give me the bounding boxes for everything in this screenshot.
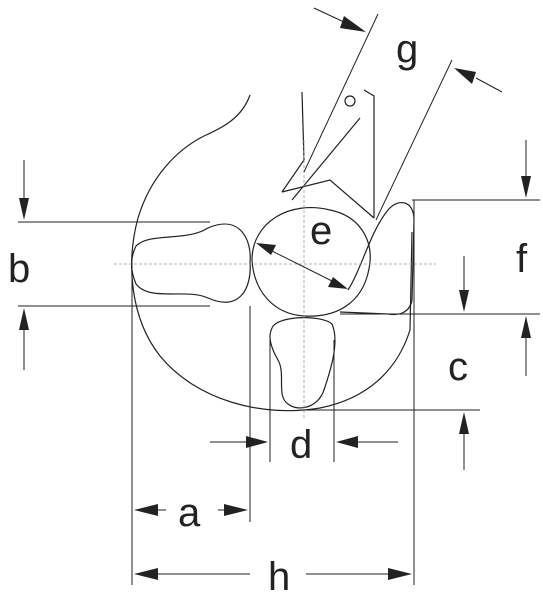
dim-a-left-arrow [134, 504, 158, 516]
shank-arm-left [281, 91, 305, 193]
label-b: b [8, 247, 30, 291]
dim-d-left-arrow [246, 436, 268, 448]
hook-round-outline [131, 217, 411, 412]
dimension-arrows [19, 7, 531, 580]
dim-g-right-line [475, 77, 503, 93]
shank-right-edge [409, 231, 413, 331]
shank-arm-bottom [281, 179, 375, 219]
dim-c-upper-arrow [459, 290, 469, 312]
shank-arm-right [363, 89, 375, 218]
centerlines [114, 140, 436, 418]
section-bottom [269, 317, 336, 409]
dim-b-upper-arrow [19, 198, 29, 220]
label-d: d [290, 423, 312, 467]
dim-f-lower-arrow [521, 316, 531, 338]
dim-h-right-arrow [388, 568, 412, 580]
shank-top-curve [137, 94, 251, 219]
dim-a-right-arrow [224, 504, 248, 516]
hook-tip [339, 202, 415, 316]
dim-e-line [261, 245, 343, 287]
dim-e-arrow-start [256, 243, 276, 255]
latch-bar [291, 117, 361, 201]
dim-b-lower-arrow [19, 308, 29, 330]
dim-g-right-arrow [454, 68, 476, 84]
dim-g-left-arrow [340, 16, 366, 32]
label-h: h [268, 555, 290, 593]
dimension-labels: b a h d c f e g [8, 27, 528, 598]
dim-d-right-arrow [336, 436, 358, 448]
label-g: g [396, 27, 418, 71]
ext-g-right [375, 59, 453, 221]
label-f: f [516, 237, 528, 281]
dim-c-lower-arrow [459, 412, 469, 434]
section-inner-round [251, 206, 371, 317]
label-a: a [178, 491, 201, 535]
extension-lines [18, 13, 540, 585]
ext-g-left [303, 13, 379, 173]
dim-h-left-arrow [134, 568, 158, 580]
dim-e-arrow-end [328, 277, 348, 289]
dim-g-left-line [313, 7, 345, 23]
label-e: e [310, 209, 332, 253]
label-c: c [448, 345, 468, 389]
section-left [130, 223, 251, 303]
pin-hole [344, 95, 356, 107]
dim-f-upper-arrow [521, 176, 531, 198]
